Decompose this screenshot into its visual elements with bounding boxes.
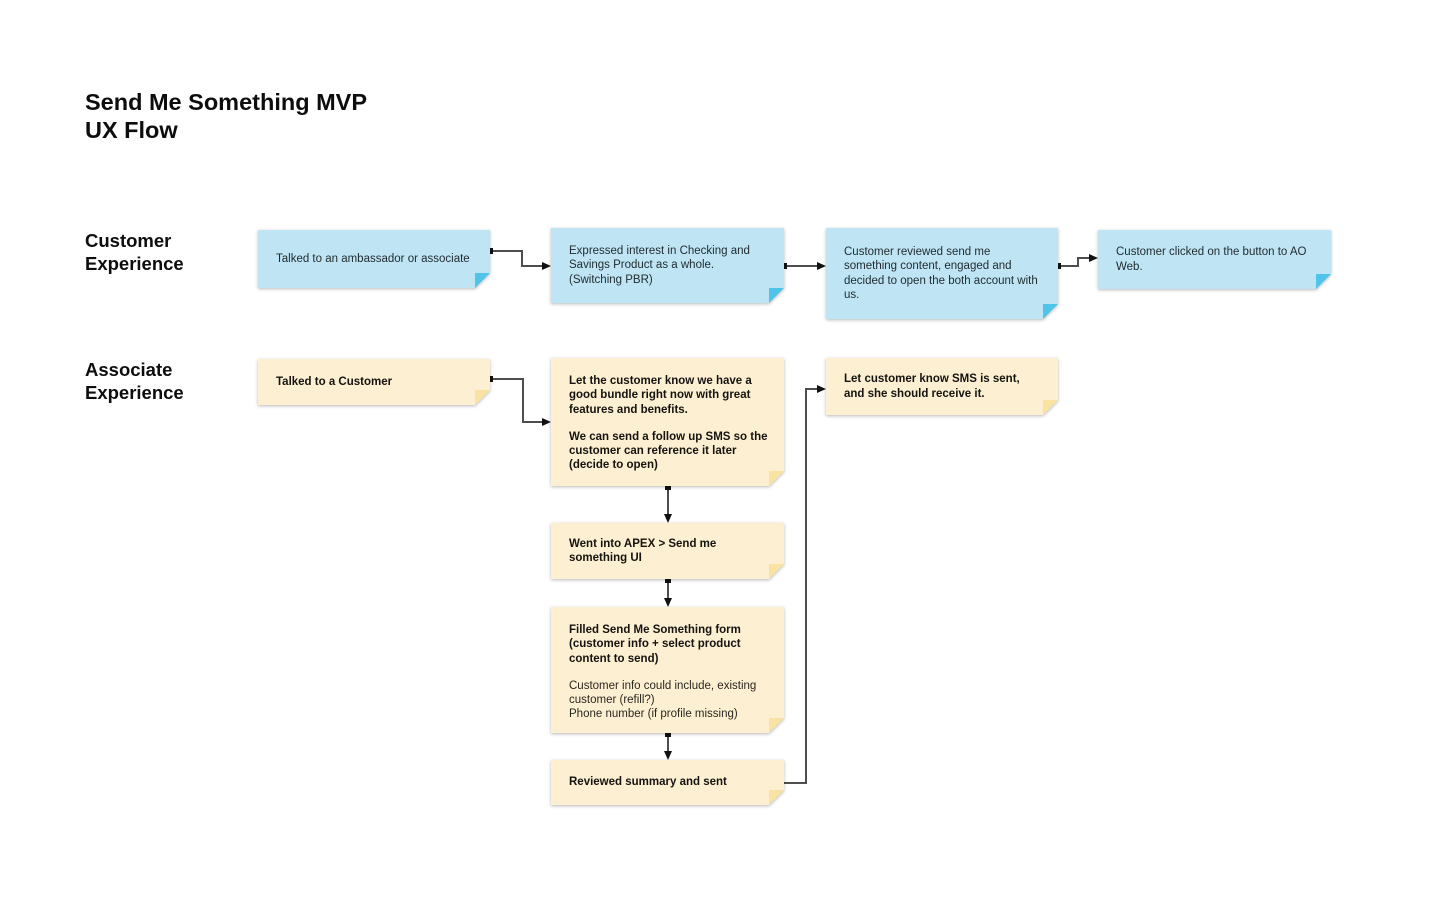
folded-corner-icon (475, 273, 490, 288)
folded-corner-icon (769, 790, 784, 805)
note-paragraph: Let the customer know we have a good bun… (569, 375, 752, 416)
connector-a1-a2[interactable] (487, 376, 551, 426)
note-paragraph: We can send a follow up SMS so the custo… (569, 430, 768, 472)
folded-corner-icon (769, 288, 784, 303)
note-clicked-ao-web[interactable]: Customer clicked on the button to AO Web… (1098, 230, 1331, 289)
folded-corner-icon (769, 718, 784, 733)
connector-c3-c4[interactable] (1055, 254, 1098, 269)
folded-corner-icon (1043, 304, 1058, 319)
note-good-bundle-sms[interactable]: Let the customer know we have a good bun… (551, 358, 784, 486)
connector-a2-a3[interactable] (664, 484, 672, 523)
connector-a3-a4[interactable] (664, 577, 672, 607)
note-text: Expressed interest in Checking and Savin… (569, 245, 750, 286)
folded-corner-icon (1316, 274, 1331, 289)
folded-corner-icon (475, 390, 490, 405)
note-expressed-interest[interactable]: Expressed interest in Checking and Savin… (551, 228, 784, 303)
note-text: Let customer know SMS is sent, and she s… (844, 373, 1020, 400)
note-went-into-apex[interactable]: Went into APEX > Send me something UI (551, 523, 784, 579)
note-filled-form[interactable]: Filled Send Me Something form (customer … (551, 607, 784, 733)
connector-c1-c2[interactable] (487, 248, 551, 270)
note-text: Talked to an ambassador or associate (276, 252, 470, 265)
page-title[interactable]: Send Me Something MVP UX Flow (85, 89, 368, 143)
note-paragraph: Customer info could include, existing cu… (569, 679, 768, 722)
folded-corner-icon (769, 564, 784, 579)
note-customer-reviewed[interactable]: Customer reviewed send me something cont… (826, 228, 1058, 319)
note-line: Customer info could include, existing cu… (569, 679, 757, 707)
connector-a4-a5[interactable] (664, 731, 672, 760)
note-reviewed-summary[interactable]: Reviewed summary and sent (551, 760, 784, 805)
note-text: Went into APEX > Send me something UI (569, 537, 717, 564)
note-talked-to-customer[interactable]: Talked to a Customer (258, 359, 490, 405)
note-sms-sent[interactable]: Let customer know SMS is sent, and she s… (826, 358, 1058, 415)
note-paragraph: Filled Send Me Something form (customer … (569, 624, 741, 665)
note-text: Talked to a Customer (276, 375, 393, 388)
note-line: Phone number (if profile missing) (569, 708, 738, 721)
note-text: Customer reviewed send me something cont… (844, 245, 1038, 301)
lane-label-associate-experience[interactable]: Associate Experience (85, 359, 184, 403)
note-text: Reviewed summary and sent (569, 776, 727, 789)
lane-label-customer-experience[interactable]: Customer Experience (85, 230, 184, 274)
note-text: Customer clicked on the button to AO Web… (1116, 246, 1307, 273)
note-talked-to-ambassador[interactable]: Talked to an ambassador or associate (258, 230, 490, 288)
folded-corner-icon (769, 471, 784, 486)
connector-c2-c3[interactable] (781, 262, 826, 270)
folded-corner-icon (1043, 400, 1058, 415)
